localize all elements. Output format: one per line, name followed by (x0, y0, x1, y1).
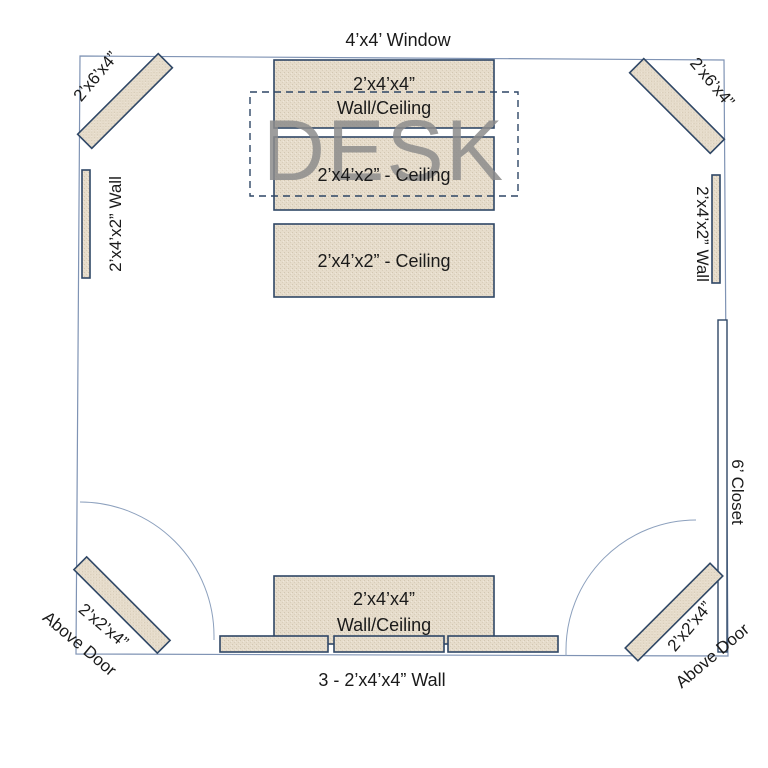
corner-panel-top-left (76, 52, 174, 150)
right-wall-label: 2’x4’x2” Wall (693, 186, 712, 282)
top-panel-ceiling-1 (273, 136, 495, 211)
left-wall-panel (81, 169, 91, 279)
corner-panel-top-right (628, 57, 726, 155)
bottom-wall-panel-2 (333, 635, 445, 653)
top-panel-1-type: Wall/Ceiling (337, 98, 431, 118)
door-arc-left (79, 501, 215, 640)
door-arc-right (565, 519, 697, 656)
top-panel-2-label: 2’x4’x2” - Ceiling (317, 165, 450, 185)
room-outline (75, 55, 729, 657)
bottom-wall-panel-1 (219, 635, 329, 653)
bottom-panel-wall-ceiling (273, 575, 495, 645)
left-wall-label: 2’x4’x2” Wall (106, 176, 125, 272)
closet-label: 6’ Closet (728, 459, 747, 525)
corner-panel-bottom-left (72, 555, 172, 655)
bottom-wall-label: 3 - 2’x4’x4” Wall (318, 670, 445, 690)
desk-label: DESK (263, 103, 505, 199)
top-panel-ceiling-2 (273, 223, 495, 298)
corner-top-right-label: 2’x6’x4” (686, 54, 738, 111)
bottom-wall-panel-3 (447, 635, 559, 653)
desk-outline (249, 91, 519, 197)
top-panel-wall-ceiling (273, 59, 495, 129)
top-panel-3-label: 2’x4’x2” - Ceiling (317, 251, 450, 271)
top-panel-1-size: 2’x4’x4” (353, 74, 415, 94)
bottom-panel-type: Wall/Ceiling (337, 615, 431, 635)
closet-strip (717, 319, 728, 653)
bottom-panel-size: 2’x4’x4” (353, 589, 415, 609)
right-wall-panel (711, 174, 721, 284)
window-label: 4’x4’ Window (345, 30, 451, 50)
corner-panel-bottom-right (624, 562, 724, 662)
